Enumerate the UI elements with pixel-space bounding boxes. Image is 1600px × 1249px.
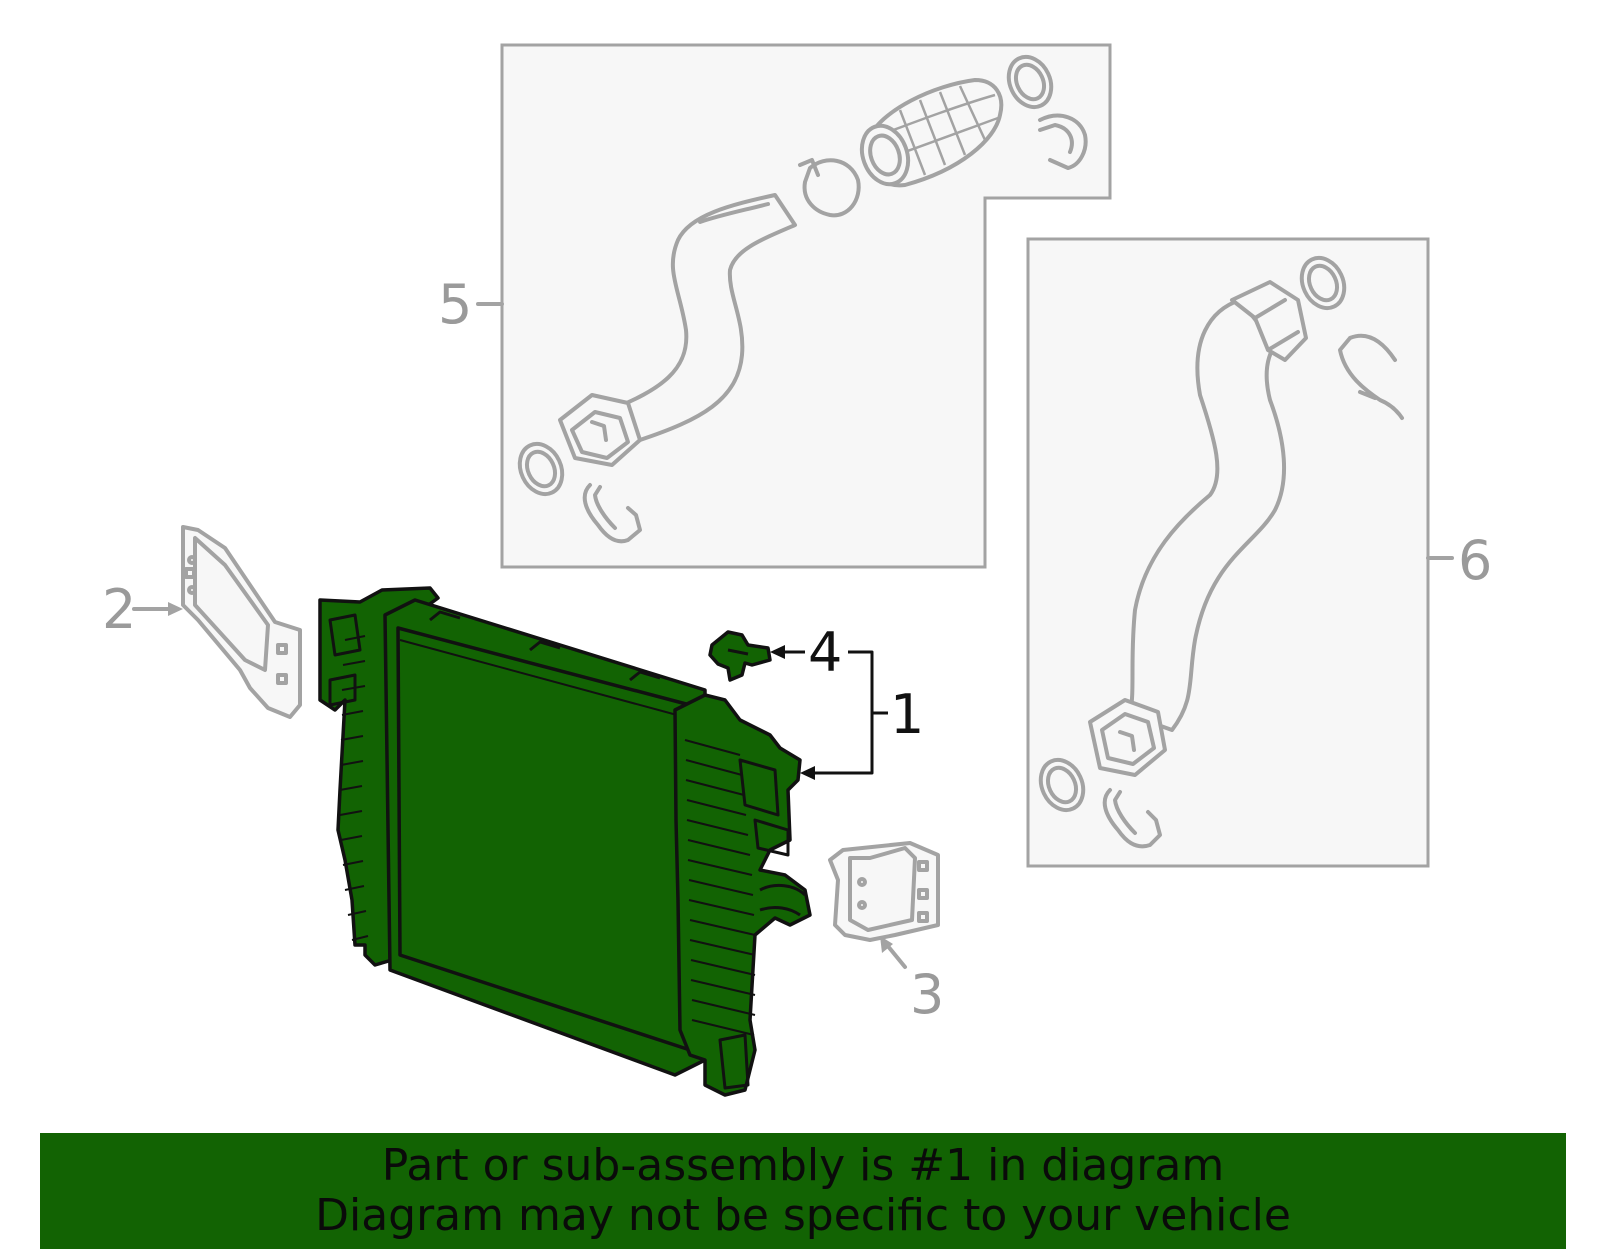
callout-2: 2 xyxy=(102,578,136,641)
banner-line-2: Diagram may not be specific to your vehi… xyxy=(315,1190,1291,1241)
info-banner: Part or sub-assembly is #1 in diagram Di… xyxy=(40,1133,1566,1249)
part-4-sensor xyxy=(708,630,772,682)
callout-6: 6 xyxy=(1458,529,1492,592)
callout-4: 4 xyxy=(808,621,842,684)
leader-lines xyxy=(132,302,1454,969)
callout-5: 5 xyxy=(438,273,472,336)
part-3-bracket xyxy=(828,841,940,942)
part-5-panel xyxy=(500,43,1112,569)
part-2-bracket xyxy=(181,525,302,719)
part-6-panel xyxy=(1026,237,1430,868)
callout-1: 1 xyxy=(890,683,924,746)
banner-line-1: Part or sub-assembly is #1 in diagram xyxy=(381,1140,1225,1191)
callout-3: 3 xyxy=(910,963,944,1026)
part-1-intercooler xyxy=(318,586,812,1097)
